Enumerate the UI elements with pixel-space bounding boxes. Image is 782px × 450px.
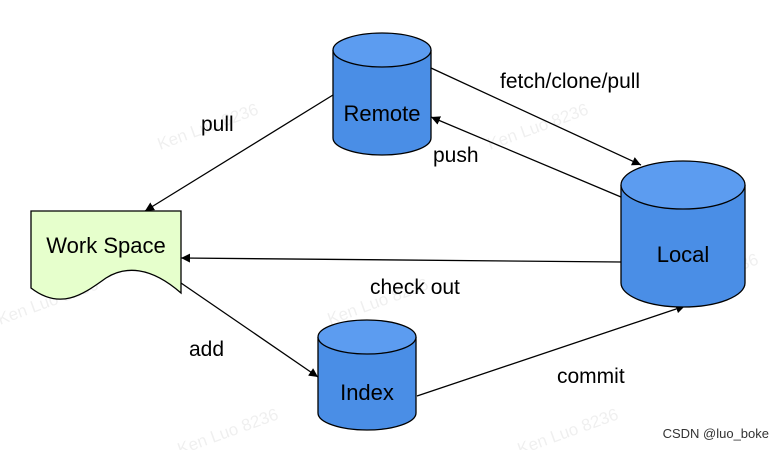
- index-label: Index: [340, 380, 394, 405]
- edges: [144, 67, 686, 397]
- edge-pull-arrow: [144, 94, 334, 212]
- edge-checkout-arrow: [180, 253, 622, 263]
- edge-fetch-label: fetch/clone/pull: [500, 70, 640, 93]
- watermark-text: Ken Luo 8236: [175, 405, 281, 450]
- credit-text: CSDN @luo_boke: [663, 426, 769, 441]
- edge-push-arrow: [430, 116, 622, 198]
- edge-commit-arrow: [416, 304, 686, 397]
- edge-push-label: push: [433, 144, 479, 167]
- node-local: Local: [620, 160, 746, 308]
- edge-checkout-label: check out: [370, 276, 460, 299]
- local-label: Local: [657, 242, 710, 267]
- edge-labels: fetch/clone/pull push pull check out add…: [189, 70, 640, 388]
- watermark-text: Ken Luo 8236: [515, 405, 621, 450]
- workspace-label: Work Space: [46, 233, 165, 258]
- remote-cylinder-body: [332, 50, 432, 156]
- index-cylinder-body: [317, 337, 417, 431]
- local-cylinder-top: [620, 160, 746, 210]
- remote-cylinder-top: [332, 32, 432, 68]
- node-workspace: Work Space: [30, 210, 182, 300]
- edge-commit-label: commit: [557, 365, 625, 388]
- local-cylinder-body: [620, 185, 746, 308]
- watermark-text: Ken Luo 8236: [485, 100, 591, 154]
- node-remote: Remote: [332, 32, 432, 156]
- index-cylinder-top: [317, 319, 417, 355]
- edge-add-label: add: [189, 338, 224, 361]
- edge-pull-label: pull: [201, 113, 234, 136]
- workspace-document-shape: [30, 210, 182, 300]
- edge-fetch-arrow: [430, 67, 642, 166]
- remote-label: Remote: [343, 101, 420, 126]
- node-index: Index: [317, 319, 417, 431]
- edge-add-arrow: [180, 282, 319, 378]
